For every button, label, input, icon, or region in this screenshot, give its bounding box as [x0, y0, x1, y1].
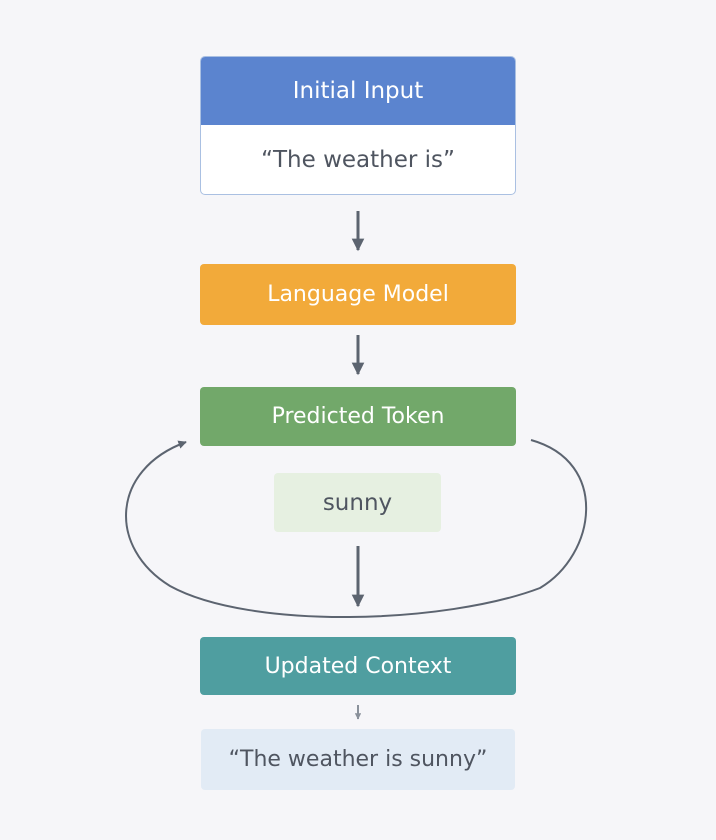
updated-context-box: Updated Context	[200, 637, 516, 695]
initial-input-text: “The weather is”	[261, 147, 455, 173]
predicted-token-value: sunny	[274, 473, 441, 532]
initial-input-card: Initial Input “The weather is”	[200, 56, 516, 195]
language-model-label: Language Model	[267, 282, 449, 307]
output-text-box: “The weather is sunny”	[201, 729, 515, 790]
predicted-token-box: Predicted Token	[200, 387, 516, 446]
updated-context-label: Updated Context	[264, 653, 452, 679]
initial-input-header: Initial Input	[201, 57, 515, 125]
language-model-box: Language Model	[200, 264, 516, 325]
predicted-token-text: sunny	[322, 489, 393, 516]
feedback-loop-arrow	[125, 439, 588, 618]
predicted-token-label: Predicted Token	[271, 404, 445, 429]
output-text: “The weather is sunny”	[228, 747, 488, 772]
